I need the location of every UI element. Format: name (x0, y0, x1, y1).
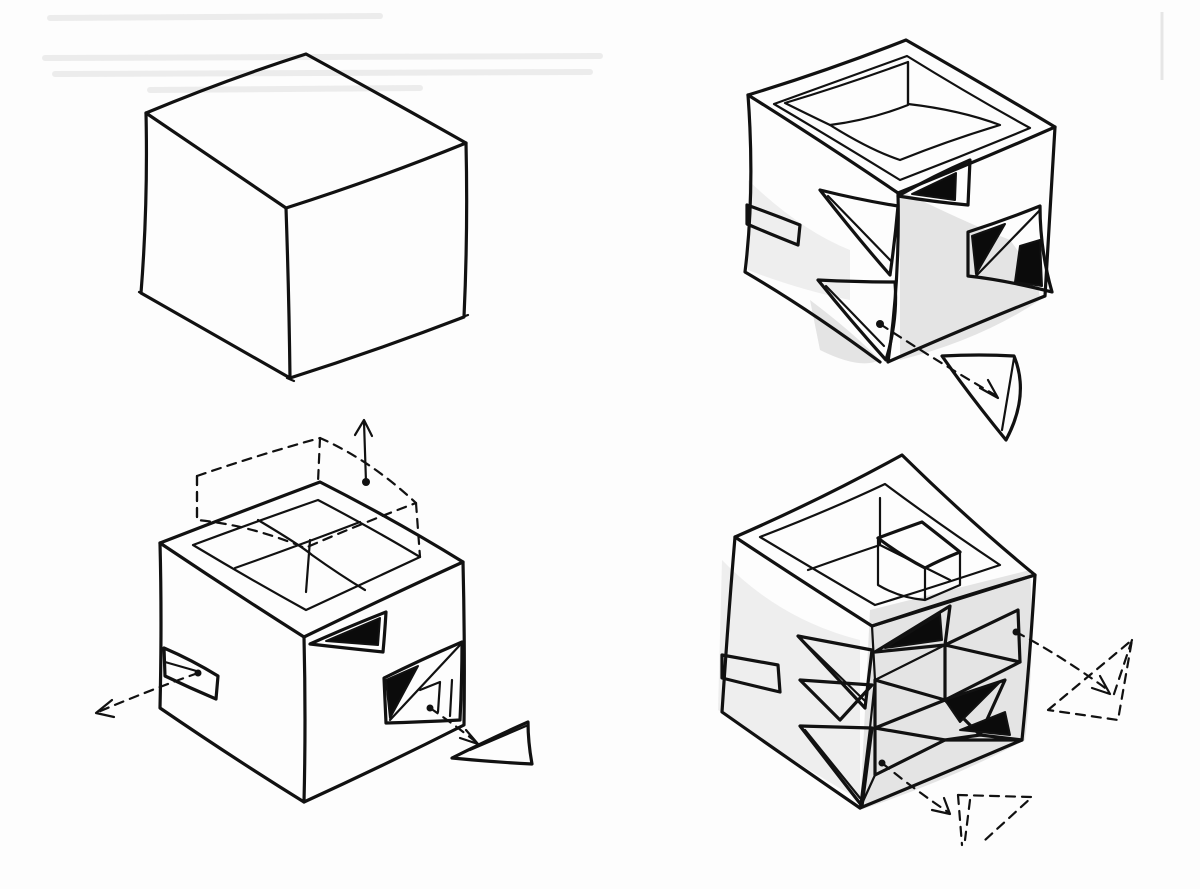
faded-header-marks (42, 12, 1164, 93)
faceted-cube-sketch (743, 38, 1057, 442)
folded-cube-sketch (718, 453, 1134, 847)
carved-cube-sketch (94, 418, 534, 804)
solid-cube-sketch (137, 52, 470, 383)
